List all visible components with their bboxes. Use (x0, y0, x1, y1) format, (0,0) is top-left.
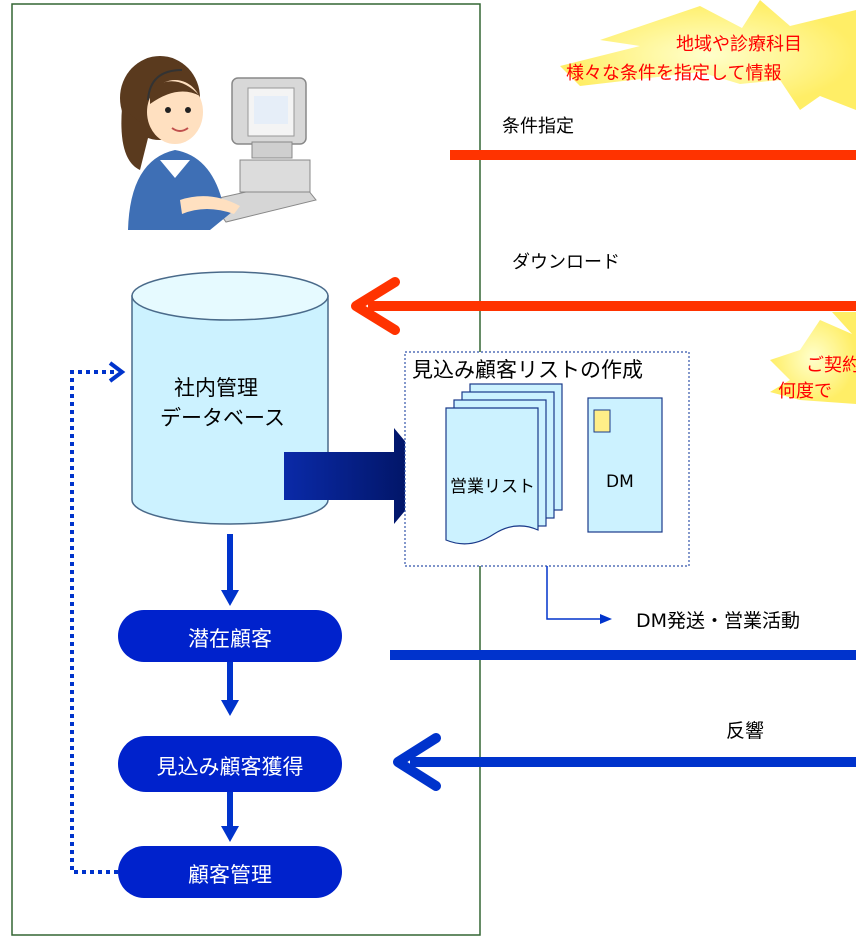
operator-illustration (120, 56, 317, 230)
download-label: ダウンロード (512, 252, 620, 273)
database-cylinder (131, 271, 329, 525)
dm-outgoing-line (390, 650, 856, 660)
box-to-activity-arrowhead (600, 614, 612, 624)
callout-mid-line1: ご契約 (806, 355, 856, 376)
db-to-list-arrow (284, 428, 434, 524)
customer-management-pill (118, 846, 342, 898)
callout-burst-top (560, 0, 856, 110)
callout-top-line1: 地域や診療科目 (676, 34, 802, 55)
callout-burst-mid (770, 312, 856, 404)
response-arrow-shaft (410, 757, 856, 767)
database-label-line2: データベース (160, 406, 285, 430)
callout-top-line2: 様々な条件を指定して情報 (566, 63, 782, 84)
download-arrow-shaft (368, 301, 856, 311)
sales-list-label: 営業リスト (450, 477, 535, 497)
potential-customer-pill (118, 610, 342, 662)
prospect-acquisition-pill (118, 736, 342, 792)
sales-list-doc-icon (445, 383, 563, 545)
dm-activity-label: DM発送・営業活動 (636, 610, 801, 632)
feedback-loop-dotted (70, 370, 118, 874)
prospect-box-title: 見込み顧客リストの作成 (412, 358, 643, 382)
response-arrow-head (393, 733, 441, 791)
condition-label: 条件指定 (502, 116, 574, 137)
dm-label: DM (606, 472, 634, 492)
database-label-line1: 社内管理 (174, 376, 258, 400)
flow-arrows (221, 534, 239, 842)
dm-card-icon (587, 397, 663, 533)
response-label: 反響 (726, 720, 765, 742)
customer-management-label: 顧客管理 (188, 863, 272, 887)
box-to-activity-connector (546, 566, 600, 620)
potential-customer-label: 潜在顧客 (188, 627, 272, 651)
callout-mid-line2: 何度で (778, 381, 832, 402)
condition-arrow (450, 150, 856, 160)
download-arrow-head (351, 277, 400, 335)
feedback-loop-arrowhead (108, 361, 126, 383)
prospect-acquisition-label: 見込み顧客獲得 (156, 755, 304, 779)
